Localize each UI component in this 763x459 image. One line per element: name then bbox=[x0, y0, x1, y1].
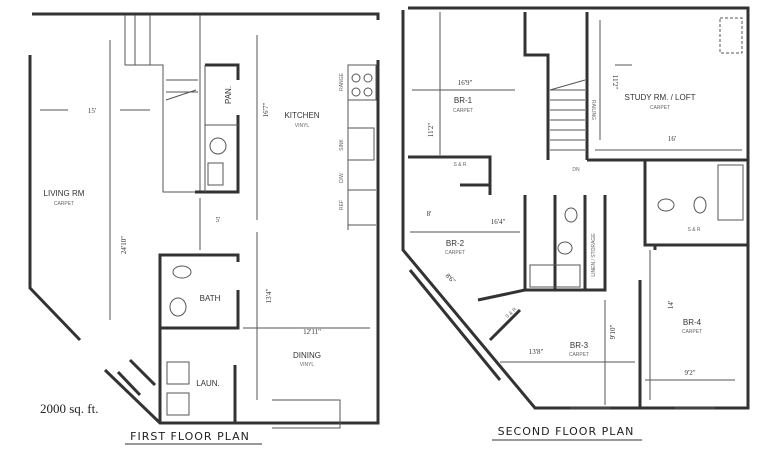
study-length-dimension: 11'2" bbox=[611, 75, 619, 90]
range-label: RANGE bbox=[339, 72, 345, 90]
br2-length-dimension: 8' bbox=[427, 210, 432, 218]
dining-label: DINING bbox=[293, 351, 321, 360]
pantry-label: PAN. bbox=[224, 86, 233, 104]
area-label: 2000 sq. ft. bbox=[40, 401, 99, 416]
br4-label: BR-4 bbox=[683, 318, 702, 327]
br4-floor: CARPET bbox=[682, 329, 702, 335]
dining-length-dimension: 13'4" bbox=[265, 289, 273, 304]
br3-width-dimension: 13'8" bbox=[529, 348, 544, 356]
kitchen-label: KITCHEN bbox=[284, 111, 319, 120]
living-width-dimension: 15' bbox=[88, 107, 96, 115]
second-floor-title: SECOND FLOOR PLAN bbox=[498, 425, 635, 438]
study-width-dimension: 16' bbox=[668, 135, 676, 143]
br3-label: BR-3 bbox=[570, 341, 589, 350]
stairs-down-label: DN bbox=[572, 167, 580, 173]
br1-label: BR-1 bbox=[454, 96, 473, 105]
railing-label: RAILING bbox=[590, 100, 596, 120]
first-floor-title: FIRST FLOOR PLAN bbox=[130, 430, 250, 443]
linen-storage-label: LINEN / STORAGE bbox=[591, 233, 597, 277]
first-floor-walls bbox=[28, 12, 380, 429]
br1-floor: CARPET bbox=[453, 108, 473, 114]
br2-label: BR-2 bbox=[446, 239, 465, 248]
br1-length-dimension: 11'2" bbox=[427, 123, 435, 138]
study-floor: CARPET bbox=[650, 105, 670, 111]
dining-width-dimension: 12'11" bbox=[303, 328, 321, 336]
refrigerator-label: REF bbox=[339, 200, 345, 210]
br2-width-dimension: 16'4" bbox=[491, 218, 506, 226]
br4-width-dimension: 9'2" bbox=[684, 369, 695, 377]
living-room-floor: CARPET bbox=[54, 201, 74, 207]
laundry-label: LAUN. bbox=[196, 379, 220, 388]
br2-floor: CARPET bbox=[445, 250, 465, 256]
kitchen-length-dimension: 16'7" bbox=[262, 103, 270, 118]
study-label: STUDY RM. / LOFT bbox=[625, 93, 696, 102]
br3-length-dimension: 9'10" bbox=[609, 325, 617, 340]
closet-label-br4: S & R bbox=[687, 227, 700, 233]
bath-label: BATH bbox=[200, 294, 221, 303]
living-length-dimension: 24'10" bbox=[120, 236, 128, 254]
hall-dimension: 5' bbox=[216, 216, 221, 224]
dishwasher-label: D/W bbox=[339, 173, 345, 183]
kitchen-floor: VINYL bbox=[295, 123, 310, 129]
sink-label: SINK bbox=[339, 139, 345, 151]
br2-diagonal-dimension: 8'6" bbox=[444, 272, 458, 286]
br4-length-dimension: 14' bbox=[667, 301, 675, 309]
br3-floor: CARPET bbox=[569, 352, 589, 358]
dining-floor: VINYL bbox=[300, 362, 315, 368]
second-floor-walls bbox=[401, 6, 750, 410]
br1-width-dimension: 16'9" bbox=[458, 79, 473, 87]
living-room-label: LIVING RM bbox=[44, 189, 85, 198]
closet-label-br1: S & R bbox=[453, 162, 466, 168]
